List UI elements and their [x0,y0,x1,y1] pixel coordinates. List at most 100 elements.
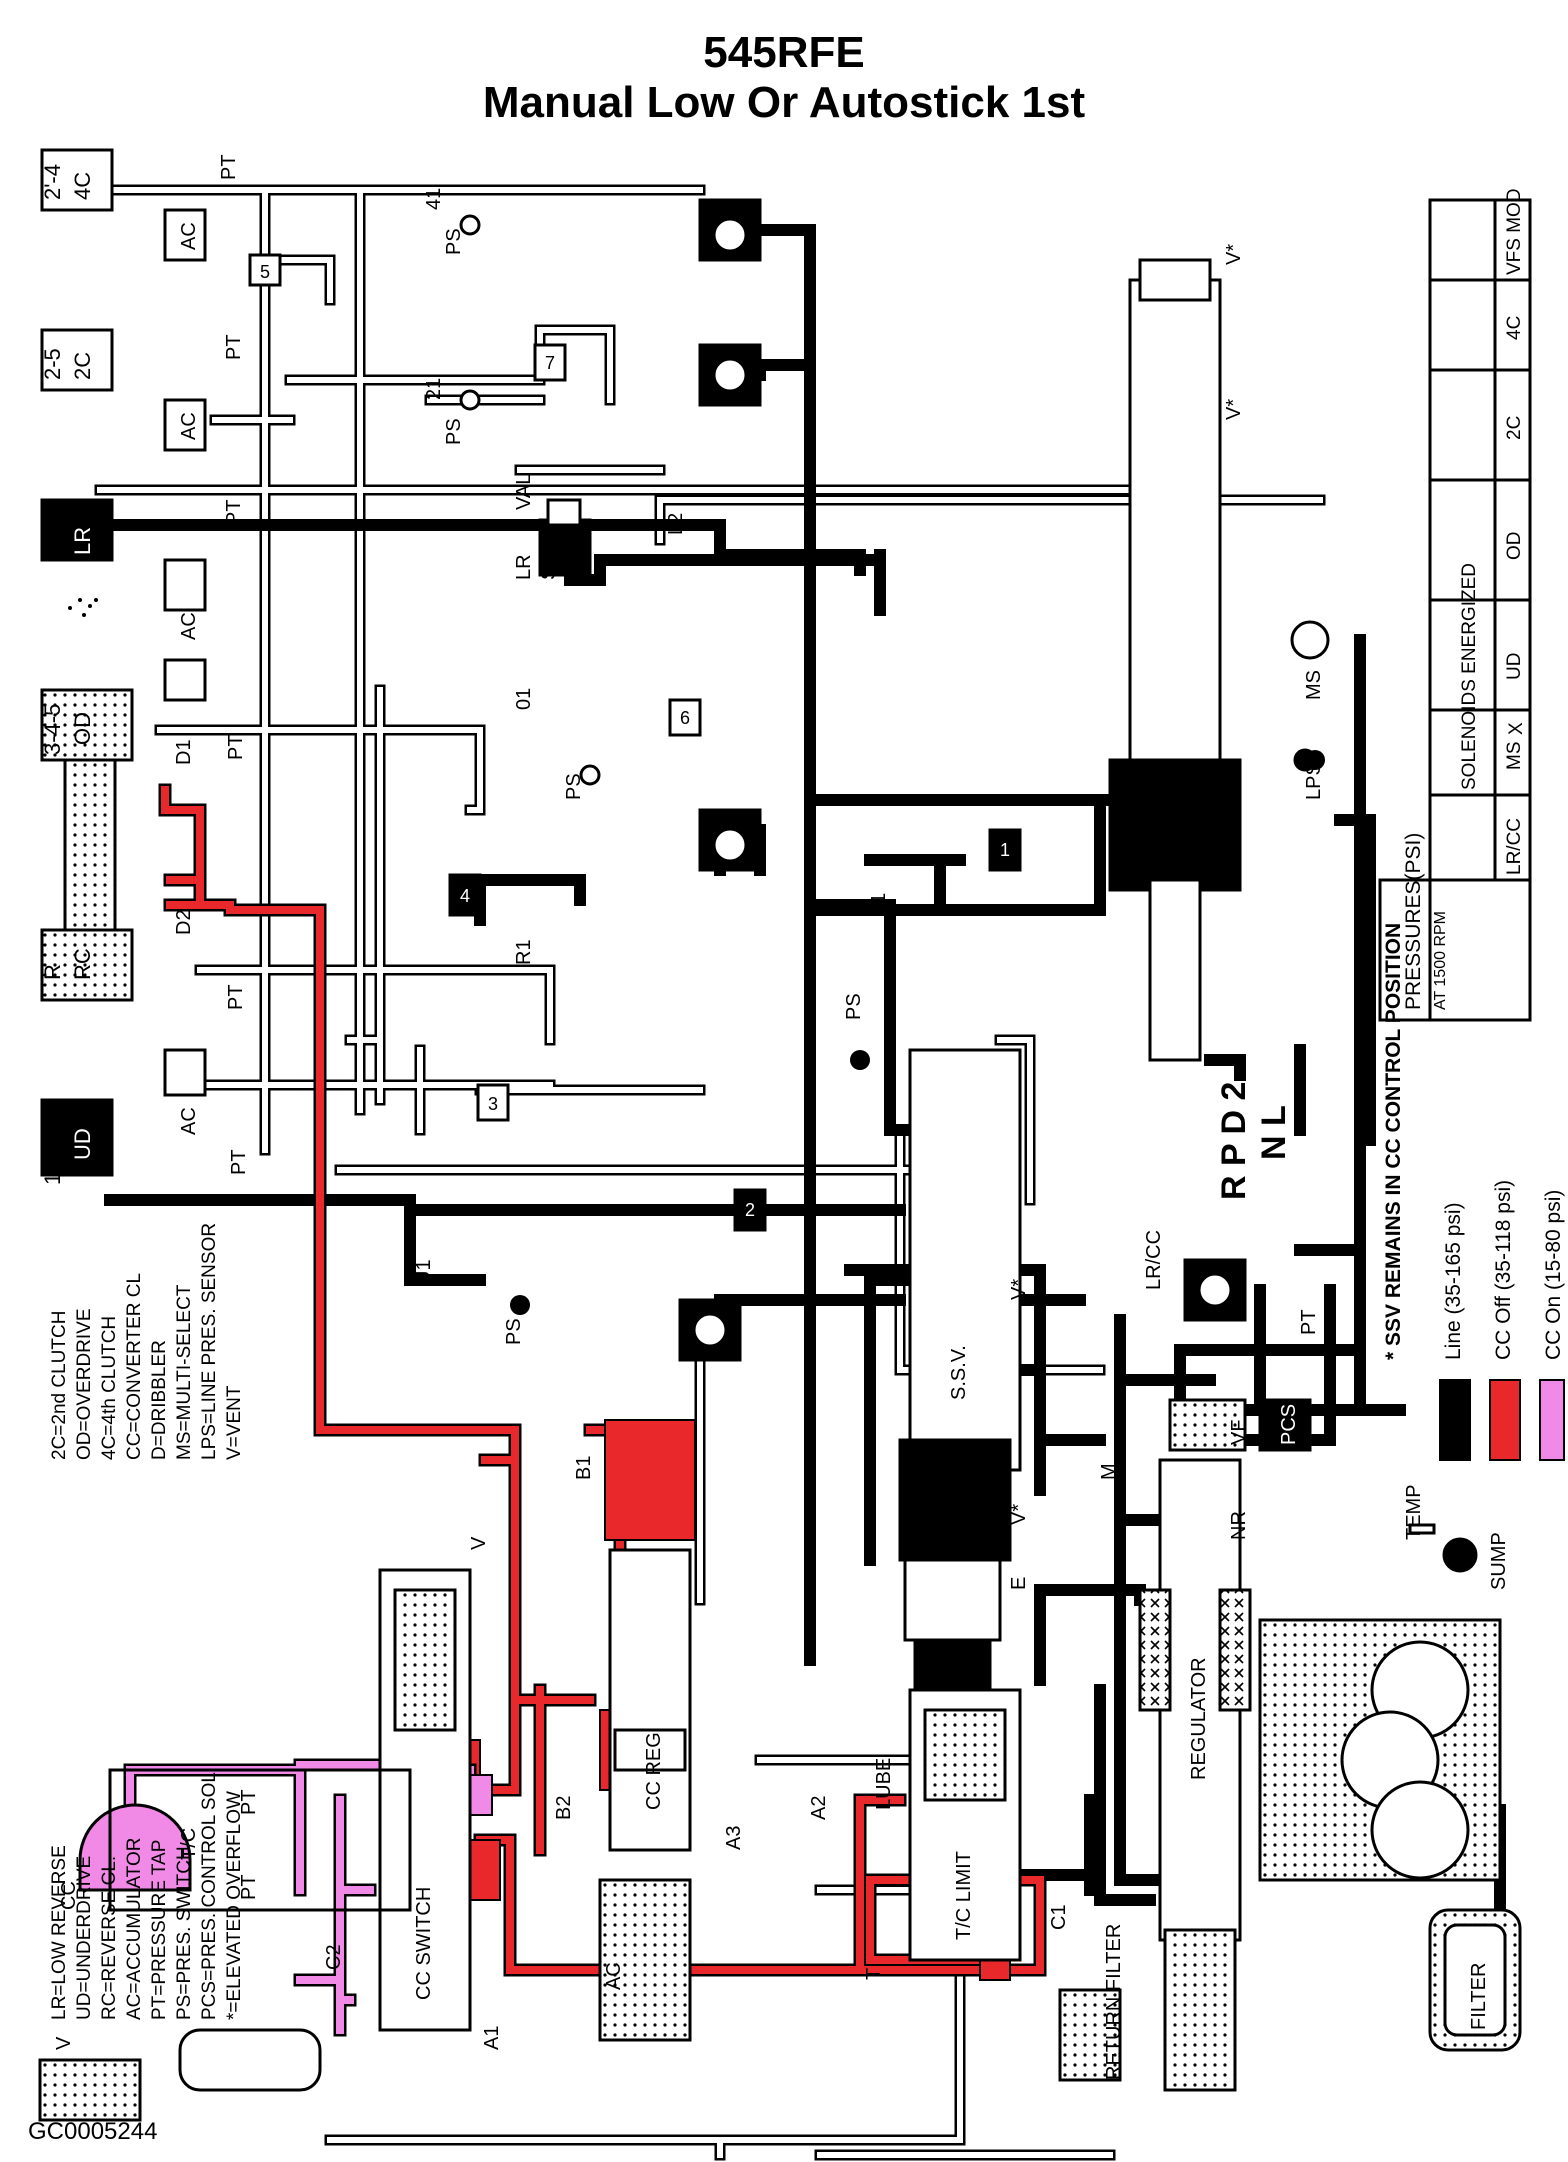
clutch-4c-apply: 2'-4 [40,164,65,200]
swatch-line [1439,1379,1471,1461]
check-balls [248,253,1022,1232]
manual-valve [1108,258,1242,1062]
temp-label: TEMP [1403,1484,1425,1540]
ps-label: PS [443,228,465,255]
pump [1258,1618,1502,1882]
sw-label: SW [538,548,560,580]
vent-label: V [53,2036,75,2050]
swatch-cc-off [1489,1379,1521,1461]
passage-labels: 41 21 L2 01 R1 U1 L1 D1 D2 B1 B2 A1 A2 A… [173,188,1070,2050]
title-mode: Manual Low Or Autostick 1st [482,78,1086,127]
tc-limit-valve [908,1688,1022,1962]
ac-label: AC [178,612,200,640]
accumulators [163,208,692,2042]
solenoid-col: OD [1504,532,1525,561]
pressure-switches [459,214,1325,1315]
pcs-label: PCS [1278,1404,1300,1445]
solenoid-col: MS [1504,742,1525,771]
cc-reg-valve [608,1548,692,1852]
clutch-labels: 2'-4 4C 2-5 2C R-N-L LR 3-4-5 OD R RC 1-… [40,164,95,1185]
shift-positions: R P D 2 N L [1215,1082,1293,1200]
passage-l1: L1 [868,893,890,915]
clutch-2c [40,328,114,392]
lrcc-label: LR/CC [1143,1230,1165,1290]
legend-entry: PS=PRES. SWITCH [174,1846,195,2020]
vent-label: V [468,1536,490,1550]
pt-label: PT [218,154,240,180]
lr-sw-label: LR [513,554,535,580]
passage-d2: D2 [173,909,195,935]
pt-label: PT [223,334,245,360]
legend-entry: *=ELEVATED OVERFLOW [224,1791,245,2020]
val-label: VAL [513,474,535,510]
t-label: T [863,1968,885,1980]
valve-labels: AC AC AC AC AC PT PT PT PT PT PT PT PT P… [53,154,1510,2080]
solenoid-switch-valve [898,1048,1022,1692]
passage-a3: A3 [723,1826,745,1850]
clutch-2c-name: 2C [70,352,95,380]
lps-label: LPS [1303,762,1325,800]
clutch-2c-apply: 2-5 [40,348,65,380]
pt-label: PT [225,984,247,1010]
solenoid-table [1378,198,1532,1022]
clutch-pistons [40,148,134,1177]
clutch-4c [40,148,114,212]
clutch-rc-name: RC [70,948,95,980]
e-label: E [1008,1577,1030,1590]
pt-label: PT [238,1789,260,1815]
regulator-label: REGULATOR [1188,1657,1210,1780]
ac-label: AC [178,412,200,440]
clutch-ud-name: UD [70,1128,95,1160]
sump-label: SUMP [1488,1532,1510,1590]
ac-label: AC [603,1962,625,1990]
pressure-legend-swatches [1439,1379,1565,1461]
lube-label: LUBE [873,1758,895,1810]
passage-a2: A2 [808,1796,830,1820]
vf-label: VF [1228,1419,1250,1445]
vent-star-label: V* [1008,1279,1030,1300]
tc-limit-label: T/C LIMIT [953,1851,975,1940]
pt-label: PT [228,1149,250,1175]
passage-c1: C1 [1048,1904,1070,1930]
torque-converter [108,1768,412,1912]
legend-entry: LPS=LINE PRES. SENSOR [199,1223,220,1460]
check-ball-label: 2 [745,1200,755,1220]
solenoid-table-text: SOLENOIDS ENERGIZED LR/CC MS UD OD 2C 4C… [1459,188,1527,875]
legend-entry: OD=OVERDRIVE [74,1308,95,1460]
shift-positions-top: R P D 2 [1215,1082,1253,1200]
solenoid-ms-energized: X [1506,722,1527,735]
abbreviation-legend: LR=LOW REVERSE UD=UNDERDRIVE RC=REVERSE … [49,1223,245,2020]
check-ball-label: 1 [1000,840,1010,860]
clutch-ud [40,1098,114,1177]
cc-switch-label: CC SWITCH [413,1887,435,2000]
pressure-item: CC Off (35-118 psi) [1492,1180,1515,1360]
passage-01: 01 [513,688,535,710]
vent-star-label: V* [1223,399,1245,420]
vent-star-label: V* [1008,1504,1030,1525]
legend-entry: RC=REVERSE CL. [99,1856,120,2020]
ssv-label: S.S.V. [948,1345,970,1400]
pt-label: PT [238,1874,260,1900]
cc-label: CC [58,1881,80,1910]
passage-d1: D1 [173,739,195,765]
check-ball-label: 4 [460,886,470,906]
line-pressure-passages [104,224,1506,1926]
legend-entry: AC=ACCUMULATOR [124,1838,145,2020]
check-ball-label: 3 [488,1094,498,1114]
solenoid-col: VFS MOD [1504,188,1525,275]
vent-star-label: V* [1223,244,1245,265]
passage-21: 21 [423,378,445,400]
pt-label: PT [223,499,245,525]
passage-r1: R1 [513,939,535,965]
solenoid-table-header: SOLENOIDS ENERGIZED [1459,563,1480,790]
clutch-lr [40,498,114,562]
pressure-item: CC On (15-80 psi) [1542,1190,1565,1360]
clutch-od-apply: 3-4-5 [40,704,65,755]
passage-u1: U1 [413,1259,435,1285]
check-ball-label: 5 [260,262,270,282]
check-ball-label: 7 [545,353,555,373]
solenoid-col: 4C [1504,316,1525,340]
ps-label: PS [443,418,465,445]
return-filter-label: RETURN FILTER [1103,1924,1125,2080]
